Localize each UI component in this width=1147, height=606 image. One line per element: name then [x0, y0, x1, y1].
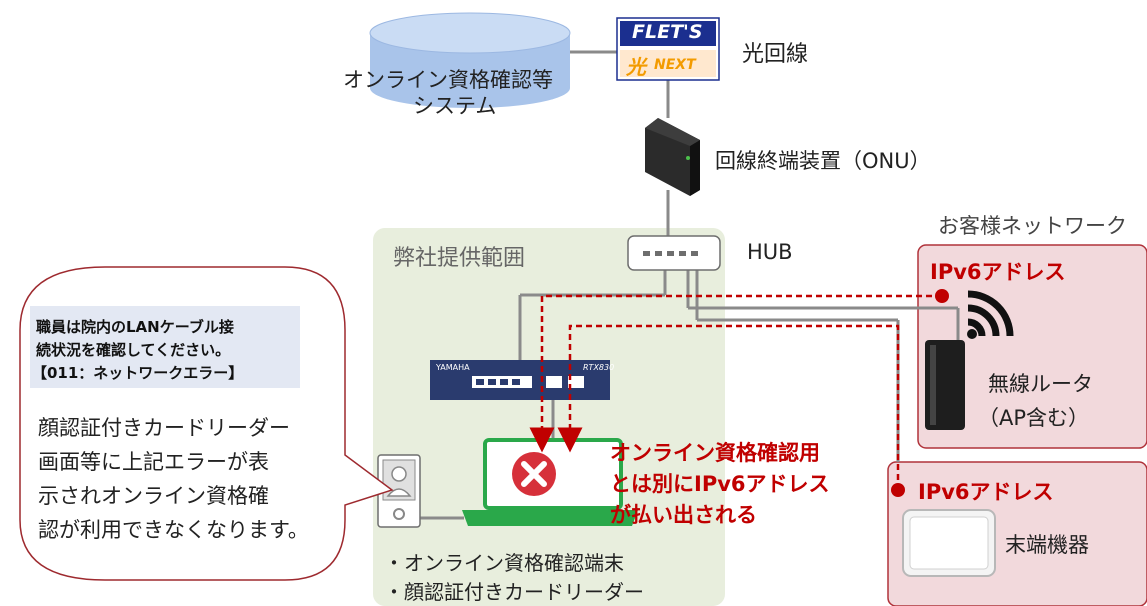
error-message-panel	[30, 306, 300, 388]
face-card-reader-icon	[377, 454, 421, 528]
hub-label: HUB	[747, 240, 793, 264]
onu-device-icon	[645, 118, 700, 196]
database-icon	[369, 12, 571, 108]
router-brand-text: YAMAHA	[436, 363, 470, 372]
endpoint-ipv6-label: IPv6アドレス	[918, 480, 1054, 504]
ipv6-endpoint-dot	[891, 483, 905, 497]
error-x-icon	[512, 452, 556, 496]
wireless-router-label-line1: 無線ルータ	[988, 372, 1093, 396]
warning-text-line1: オンライン資格確認用	[610, 441, 820, 465]
callout-body-line3: 示されオンライン資格確	[38, 484, 269, 508]
customer-network-label: お客様ネットワーク	[938, 214, 1127, 238]
optical-line-label: 光回線	[742, 42, 809, 67]
onu-label: 回線終端装置（ONU）	[715, 149, 931, 173]
callout-body-line4: 認が利用できなくなります。	[38, 518, 309, 542]
flets-logo-hikari: 光	[626, 55, 646, 79]
provider-scope-label: 弊社提供範囲	[393, 246, 526, 271]
terminal-label-item2: ・顔認証付きカードリーダー	[384, 580, 644, 604]
endpoint-device-icon	[902, 509, 996, 577]
warning-text-line3: が払い出される	[610, 503, 757, 527]
wireless-router-label-line2: （AP含む）	[978, 406, 1090, 430]
error-message-line1: 職員は院内のLANケーブル接	[36, 318, 234, 336]
system-label-line2: システム	[413, 94, 497, 118]
wireless-ipv6-label: IPv6アドレス	[930, 260, 1066, 284]
flets-hikari-next-logo	[616, 17, 720, 81]
wifi-signal-icon	[967, 290, 1014, 337]
ipv6-dashed-paths	[529, 294, 942, 490]
wireless-router-icon	[925, 340, 965, 430]
yamaha-router-icon	[430, 360, 610, 400]
flets-logo-next: NEXT	[654, 57, 696, 73]
system-label-line1: オンライン資格確認等	[343, 68, 553, 92]
error-message-line2: 続状況を確認してください。	[36, 341, 231, 359]
flets-logo-top: FLET'S	[632, 21, 703, 43]
ipv6-wireless-dot	[935, 289, 949, 303]
terminal-label-item1: ・オンライン資格確認端末	[384, 551, 624, 575]
warning-text-line2: とは別にIPv6アドレス	[610, 472, 830, 496]
callout-body-line1: 顔認証付きカードリーダー	[38, 416, 290, 440]
error-message-line3: 【011：ネットワークエラー】	[32, 364, 244, 382]
callout-body-line2: 画面等に上記エラーが表	[38, 450, 269, 474]
router-model-text: RTX830	[583, 363, 615, 372]
endpoint-device-label: 末端機器	[1005, 533, 1089, 557]
hub-device-icon	[627, 235, 721, 271]
wifi-dot	[967, 329, 977, 339]
